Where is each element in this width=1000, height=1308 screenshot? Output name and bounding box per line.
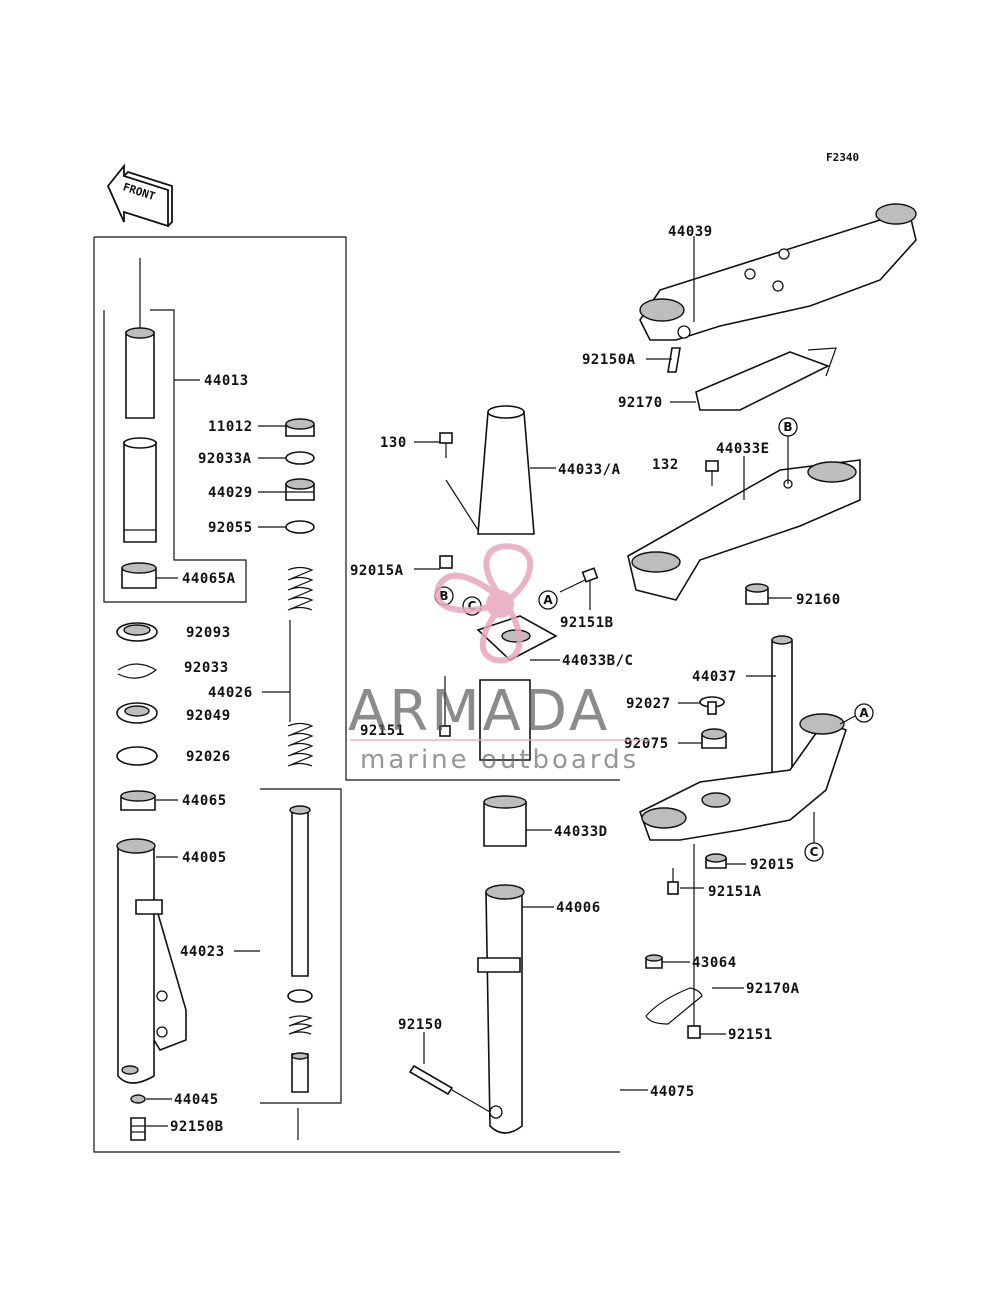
washer-44045 bbox=[130, 1094, 146, 1104]
label-44023: 44023 bbox=[180, 944, 225, 960]
svg-text:A: A bbox=[859, 706, 869, 720]
label-92026: 92026 bbox=[186, 749, 231, 765]
label-130: 130 bbox=[380, 435, 407, 451]
propeller-logo-icon bbox=[434, 543, 534, 664]
label-92033A: 92033A bbox=[198, 451, 252, 467]
label-44075: 44075 bbox=[650, 1084, 695, 1100]
label-92150A: 92150A bbox=[582, 352, 636, 368]
label-92033: 92033 bbox=[184, 660, 229, 676]
callout-A-top: A bbox=[538, 590, 558, 610]
bolt-92151-lower bbox=[687, 1020, 701, 1039]
assembly-frames bbox=[93, 236, 620, 1153]
label-43064: 43064 bbox=[692, 955, 737, 971]
label-92027: 92027 bbox=[626, 696, 671, 712]
bushing-44065 bbox=[120, 790, 156, 811]
label-92151: 92151 bbox=[360, 723, 405, 739]
label-44006: 44006 bbox=[556, 900, 601, 916]
label-92151A: 92151A bbox=[708, 884, 762, 900]
front-arrow-icon: FRONT bbox=[106, 163, 173, 228]
callout-C-right: C bbox=[804, 812, 824, 862]
label-132: 132 bbox=[652, 457, 679, 473]
bolt-132 bbox=[705, 460, 719, 486]
part-labels: 44013 11012 92033A 44029 92055 44065A 92… bbox=[170, 224, 841, 1135]
adjuster-44029 bbox=[285, 478, 315, 501]
bracket-92170 bbox=[695, 347, 837, 411]
bolt-92151 bbox=[439, 676, 451, 737]
bolt-92151B bbox=[559, 567, 599, 593]
label-44037: 44037 bbox=[692, 669, 737, 685]
label-92015A: 92015A bbox=[350, 563, 404, 579]
bolt-92150A bbox=[667, 347, 681, 373]
watermark: ARMADA marine outboards bbox=[348, 543, 650, 775]
bolt-92150B bbox=[130, 1117, 146, 1141]
clip-92033 bbox=[117, 663, 158, 679]
svg-text:B: B bbox=[783, 420, 792, 434]
callout-A-right: A bbox=[839, 703, 874, 725]
bolt-92150 bbox=[408, 1064, 491, 1113]
label-92160: 92160 bbox=[796, 592, 841, 608]
leader-lines bbox=[146, 236, 792, 1127]
outer-tube-44005 bbox=[116, 838, 187, 1084]
label-92049: 92049 bbox=[186, 708, 231, 724]
damper-rod-44023 bbox=[287, 805, 313, 1140]
outer-tube-44006 bbox=[477, 884, 525, 1134]
label-44013: 44013 bbox=[204, 373, 249, 389]
label-44045: 44045 bbox=[174, 1092, 219, 1108]
label-44033BC: 44033B/C bbox=[562, 653, 633, 669]
steering-stem-44037 bbox=[639, 635, 848, 841]
bushing-44065A bbox=[121, 562, 157, 589]
washer-92026 bbox=[116, 746, 158, 766]
nut-43064 bbox=[645, 954, 663, 969]
svg-text:B: B bbox=[439, 589, 448, 603]
upper-bracket-44039 bbox=[639, 203, 917, 341]
damper-92160 bbox=[745, 583, 769, 605]
label-92170: 92170 bbox=[618, 395, 663, 411]
label-92055: 92055 bbox=[208, 520, 253, 536]
lower-bracket-44033E bbox=[627, 459, 861, 601]
label-44065A: 44065A bbox=[182, 571, 236, 587]
label-92015: 92015 bbox=[750, 857, 795, 873]
label-92150: 92150 bbox=[398, 1017, 443, 1033]
label-44033A: 44033/A bbox=[558, 462, 621, 478]
label-44033E: 44033E bbox=[716, 441, 770, 457]
cover-44033D bbox=[483, 795, 527, 847]
cap-11012 bbox=[285, 418, 315, 437]
label-44039: 44039 bbox=[668, 224, 713, 240]
label-92170A: 92170A bbox=[746, 981, 800, 997]
label-92150B: 92150B bbox=[170, 1119, 224, 1135]
label-11012: 11012 bbox=[208, 419, 253, 435]
watermark-tagline: marine outboards bbox=[360, 745, 639, 775]
svg-text:C: C bbox=[810, 845, 819, 859]
label-44026: 44026 bbox=[208, 685, 253, 701]
callout-B-right: B bbox=[778, 417, 798, 484]
collar-92015A bbox=[439, 555, 453, 569]
spring-44026 bbox=[287, 566, 314, 767]
label-44029: 44029 bbox=[208, 485, 253, 501]
label-44065: 44065 bbox=[182, 793, 227, 809]
label-44005: 44005 bbox=[182, 850, 227, 866]
inner-tube-44013 bbox=[123, 258, 157, 543]
label-44033D: 44033D bbox=[554, 824, 608, 840]
label-92093: 92093 bbox=[186, 625, 231, 641]
oil-seal-92049 bbox=[116, 702, 158, 724]
seal-92093 bbox=[116, 622, 158, 642]
oring-92055 bbox=[285, 520, 315, 534]
oring-92033A bbox=[285, 451, 315, 465]
collar-92027 bbox=[699, 696, 725, 715]
bracket-92170A bbox=[645, 987, 703, 1025]
collar-92015 bbox=[705, 853, 727, 869]
svg-text:C: C bbox=[468, 599, 477, 613]
fork-cover-44033A bbox=[477, 405, 535, 535]
label-92151-lower: 92151 bbox=[728, 1027, 773, 1043]
bolt-92151A bbox=[667, 868, 679, 895]
rubber-92075 bbox=[701, 728, 727, 749]
figure-id: F2340 bbox=[826, 151, 859, 164]
watermark-brand: ARMADA bbox=[348, 679, 610, 744]
svg-text:A: A bbox=[543, 593, 553, 607]
label-92151B: 92151B bbox=[560, 615, 614, 631]
bolt-130 bbox=[439, 432, 479, 531]
